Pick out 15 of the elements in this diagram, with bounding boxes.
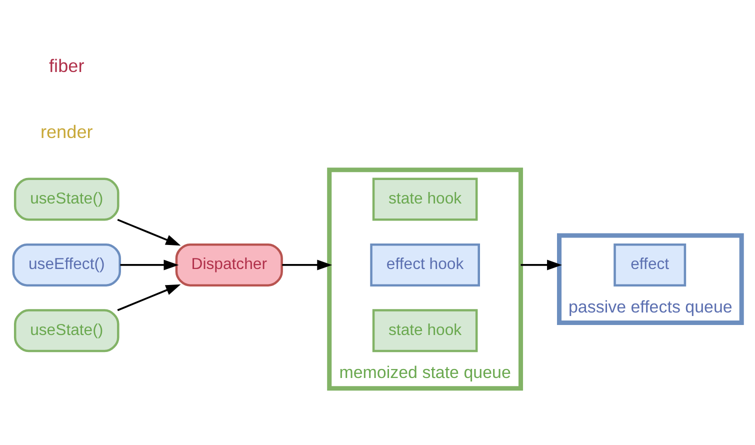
- arrow: [117, 284, 181, 312]
- node-box: state hook: [372, 309, 478, 352]
- node-box: effect: [614, 243, 686, 286]
- node-box: state hook: [372, 178, 478, 221]
- label: render: [40, 122, 93, 142]
- arrow: [120, 260, 179, 270]
- node-box: useState(): [14, 309, 120, 352]
- arrow: [520, 260, 562, 270]
- node-box: Dispatcher: [175, 243, 283, 286]
- arrow: [282, 260, 332, 270]
- node-box: useEffect(): [12, 243, 121, 286]
- label: fiber: [49, 56, 84, 76]
- node-box: useState(): [14, 178, 120, 221]
- node-box: effect hook: [370, 243, 480, 286]
- arrow: [117, 218, 181, 246]
